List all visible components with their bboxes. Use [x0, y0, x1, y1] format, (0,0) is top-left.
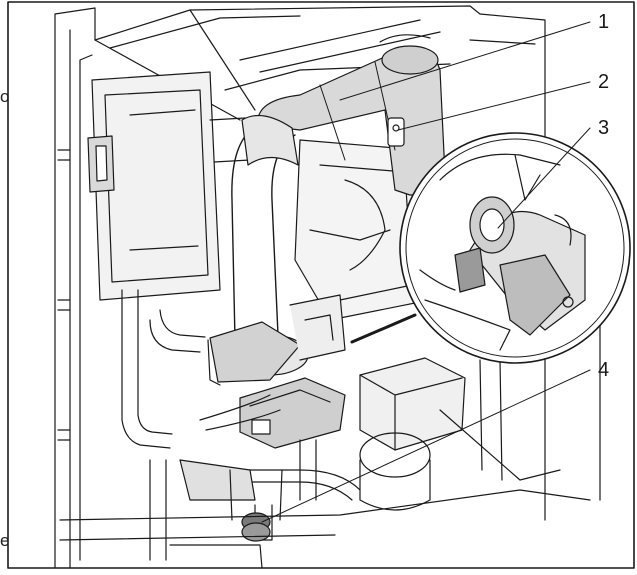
control-bracket: [87, 71, 251, 301]
pump-block: [359, 357, 466, 511]
leader-1: [339, 21, 591, 101]
gas-valve: [239, 294, 346, 449]
base-tray: [59, 359, 591, 569]
elbow-pipe: [207, 114, 309, 386]
image-frame: [7, 1, 635, 569]
callout-label-1: 1: [598, 11, 610, 33]
callout-leaders: [261, 21, 591, 523]
water-connection: [179, 459, 283, 542]
callout-label-4: 4: [598, 359, 610, 381]
detail-magnifier: [399, 132, 631, 364]
zoom-lead-line: [350, 313, 417, 344]
leader-2: [397, 81, 591, 131]
callout-label-2: 2: [598, 71, 610, 93]
flue-duct: [257, 34, 446, 196]
edge-glyph-top: o: [0, 87, 10, 106]
callout-label-3: 3: [598, 117, 610, 139]
casing-left-panel: [54, 7, 96, 569]
pipework: [121, 289, 361, 561]
leader-3: [497, 127, 591, 229]
leader-4: [261, 369, 591, 523]
edge-glyph-bottom: e: [0, 531, 10, 550]
